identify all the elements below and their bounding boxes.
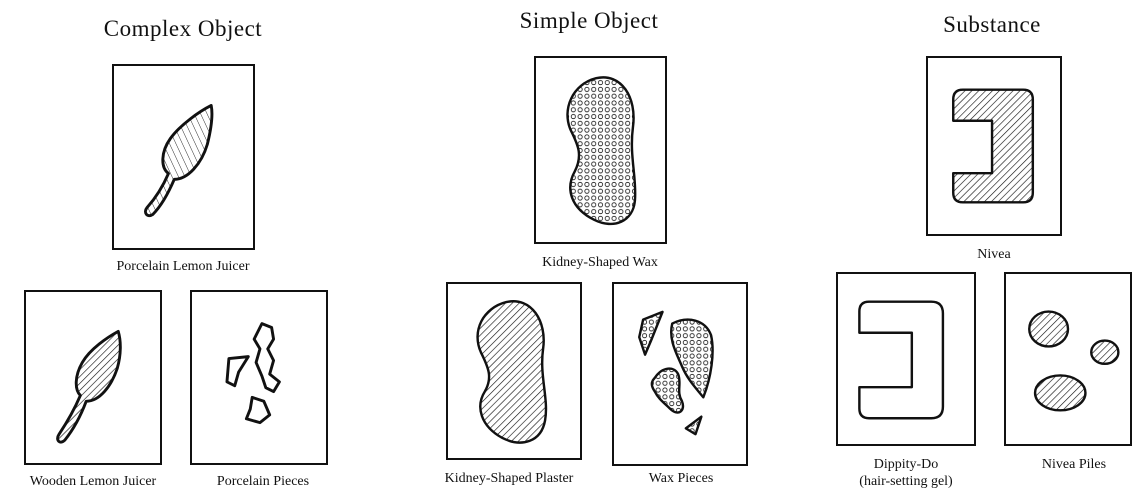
porcelain-pieces-icon <box>192 292 326 463</box>
kidney-plaster-icon <box>448 284 580 458</box>
kidney-shaped-wax-label: Kidney-Shaped Wax <box>542 254 658 271</box>
nivea-piles-label: Nivea Piles <box>1042 456 1106 473</box>
kidney-shaped-plaster-label: Kidney-Shaped Plaster <box>445 470 574 487</box>
simple-object-title: Simple Object <box>520 8 659 34</box>
wax-pieces-label: Wax Pieces <box>649 470 714 487</box>
wax-pieces-panel <box>612 282 748 466</box>
nivea-piles-panel <box>1004 272 1132 446</box>
kidney-shaped-plaster-panel <box>446 282 582 460</box>
kidney-wax-icon <box>536 58 665 242</box>
wax-pieces-icon <box>614 284 746 464</box>
dippity-do-name: Dippity-Do <box>859 456 952 473</box>
complex-object-title: Complex Object <box>104 16 262 42</box>
dippity-do-bracket-icon <box>838 274 974 444</box>
porcelain-lemon-juicer-label: Porcelain Lemon Juicer <box>117 258 250 275</box>
kidney-shaped-wax-panel <box>534 56 667 244</box>
lemon-juicer-icon <box>114 66 253 248</box>
porcelain-lemon-juicer-panel <box>112 64 255 250</box>
substance-title: Substance <box>943 12 1041 38</box>
nivea-piles-icon <box>1006 274 1130 444</box>
dippity-do-panel <box>836 272 976 446</box>
dippity-do-description: (hair-setting gel) <box>859 473 952 490</box>
nivea-label: Nivea <box>977 246 1010 263</box>
porcelain-pieces-label: Porcelain Pieces <box>217 473 309 490</box>
dippity-do-label: Dippity-Do (hair-setting gel) <box>859 456 952 490</box>
wooden-juicer-icon <box>26 292 160 463</box>
nivea-bracket-icon <box>928 58 1060 234</box>
porcelain-pieces-panel <box>190 290 328 465</box>
wooden-lemon-juicer-label: Wooden Lemon Juicer <box>30 473 156 490</box>
nivea-panel <box>926 56 1062 236</box>
wooden-lemon-juicer-panel <box>24 290 162 465</box>
